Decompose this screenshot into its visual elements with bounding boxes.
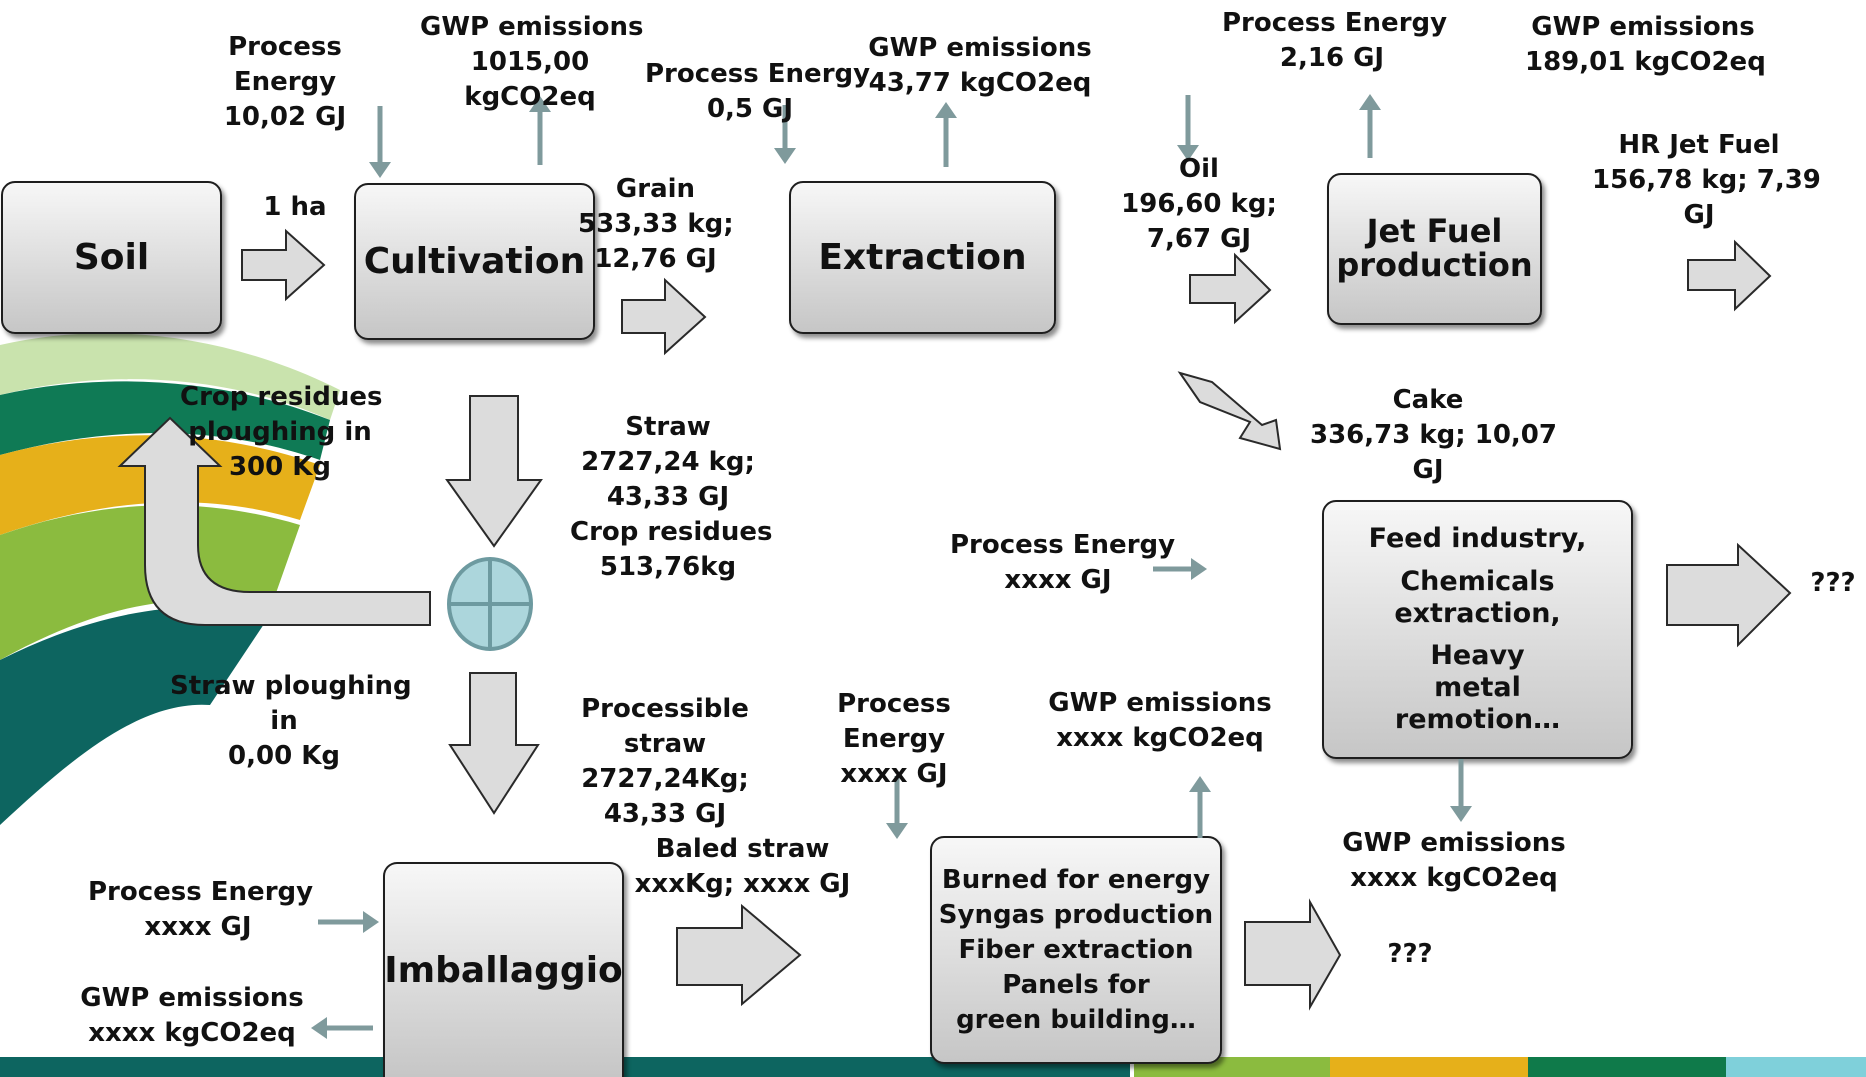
baled-straw-label: Baled straw xxxKg; xxxx GJ [634,834,851,899]
feed-gwp-label: GWP emissions xxxx kgCO2eq [1342,828,1566,893]
cultivation-box: Cultivation [354,183,595,340]
burned-box: Burned for energy Syngas production Fibe… [930,836,1222,1064]
burned-label-line1: Burned for energy [941,864,1211,895]
imballaggio-gwp-label: GWP emissions xxxx kgCO2eq [80,983,304,1048]
jetfuel-label-line2: production [1336,246,1533,284]
extraction-process-energy-label: Process Energy 0,5 GJ [645,59,871,124]
extraction-box: Extraction [789,181,1056,334]
feed-box: Feed industry, Chemicals extraction, Hea… [1322,500,1633,759]
burned-process-energy-label: Process Energy xxxx GJ [837,689,951,789]
cultivation-process-energy-label: Process Energy 10,02 GJ [223,32,347,132]
cake-label: Cake 336,73 kg; 10,07 GJ [1310,385,1557,485]
footer-bar [0,1057,1866,1077]
burned-label-line4: Panels for green building… [956,969,1196,1035]
jetfuel-box: Jet Fuel production [1327,173,1542,325]
extraction-label: Extraction [818,236,1027,278]
feed-label-line1: Feed industry, [1368,523,1587,555]
straw-label: Straw 2727,24 kg; 43,33 GJ Crop residues… [570,412,773,582]
cultivation-label: Cultivation [363,240,586,282]
crop-residues-ploughing-label: Crop residues ploughing in 300 Kg [180,382,383,482]
soil-box: Soil [1,181,222,334]
imballaggio-box: Imballaggio [383,862,624,1077]
oil-label: Oil 196,60 kg; 7,67 GJ [1121,154,1277,254]
burned-label-line3: Fiber extraction [958,934,1194,965]
feed-label-line2: Chemicals extraction, [1394,565,1561,629]
burned-output-unknown: ??? [1387,939,1433,969]
grain-label: Grain 533,33 kg; 12,76 GJ [578,174,734,274]
feed-process-energy-label: Process Energy xxxx GJ [950,530,1176,595]
swoosh-light-green [0,333,340,420]
soil-label: Soil [73,236,150,278]
imballaggio-process-energy-label: Process Energy xxxx GJ [88,877,314,942]
feed-label-line3: Heavy metal remotion… [1394,639,1561,735]
extraction-gwp-label: GWP emissions 43,77 kgCO2eq [868,33,1092,98]
jetfuel-process-energy-label: Process Energy 2,16 GJ [1222,8,1448,73]
imballaggio-label: Imballaggio [384,949,623,991]
feed-output-unknown: ??? [1810,568,1856,598]
hectare-label: 1 ha [263,192,327,222]
cultivation-gwp-label: GWP emissions 1015,00 kgCO2eq [420,12,644,112]
burned-label-line2: Syngas production [938,899,1214,930]
jetfuel-gwp-label: GWP emissions 189,01 kgCO2eq [1525,12,1766,77]
swoosh-teal [0,607,270,825]
straw-ploughing-label: Straw ploughing in 0,00 Kg [170,671,412,771]
jetfuel-label-line1: Jet Fuel [1366,212,1503,251]
hr-jet-fuel-label: HR Jet Fuel 156,78 kg; 7,39 GJ [1592,130,1821,230]
processible-straw-label: Processible straw 2727,24Kg; 43,33 GJ [581,694,749,829]
burned-gwp-label: GWP emissions xxxx kgCO2eq [1048,688,1272,753]
